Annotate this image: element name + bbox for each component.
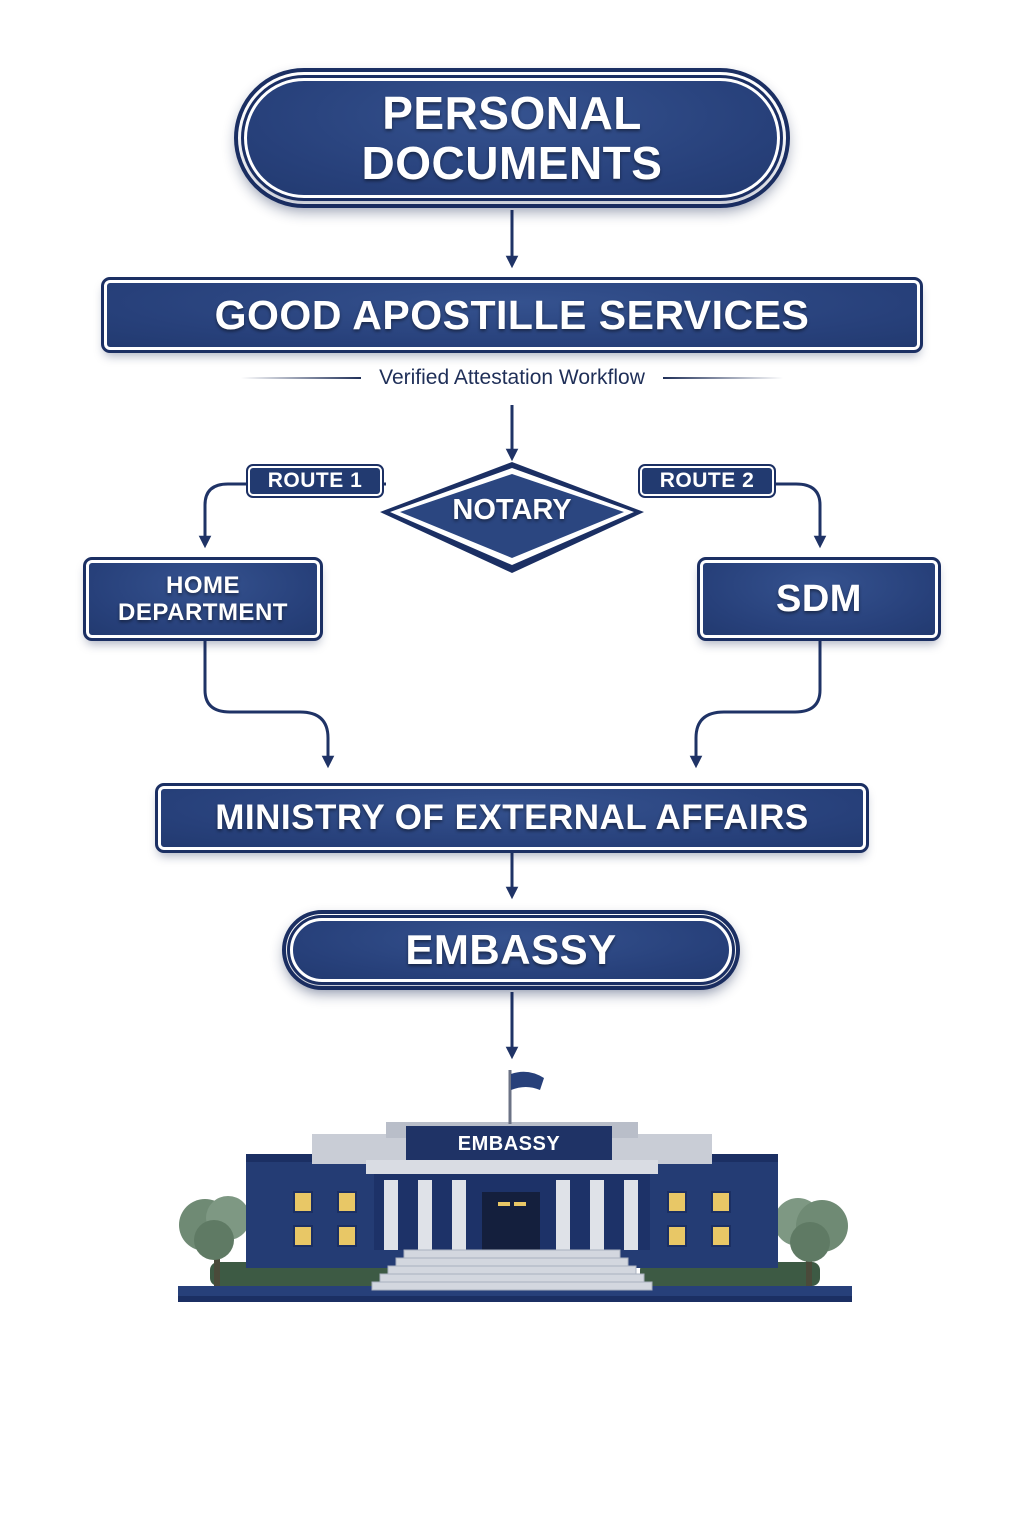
workflow-subtitle: Verified Attestation Workflow: [0, 364, 1024, 392]
flag-icon: [511, 1071, 544, 1090]
service-banner: GOOD APOSTILLE SERVICES: [101, 277, 923, 353]
building-sign: EMBASSY: [457, 1132, 561, 1155]
tree-right-icon: [774, 1198, 848, 1286]
embassy-node: EMBASSY: [287, 915, 735, 985]
route1-connector: [198, 482, 386, 549]
embassy-label: EMBASSY: [405, 926, 617, 973]
personal-documents-node: PERSONAL DOCUMENTS: [241, 75, 783, 201]
mea-label: MINISTRY OF EXTERNAL AFFAIRS: [215, 798, 809, 837]
mea-node: MINISTRY OF EXTERNAL AFFAIRS: [155, 783, 869, 853]
subtitle-text: Verified Attestation Workflow: [379, 366, 645, 389]
personal-documents-line2: DOCUMENTS: [361, 137, 663, 189]
sdm-to-mea-connector: [689, 640, 822, 769]
home-department-line1: HOME: [166, 572, 240, 599]
tree-left-icon: [179, 1196, 250, 1286]
route2-connector: [638, 482, 827, 549]
route1-tag: ROUTE 1: [246, 464, 384, 498]
subtitle-rule-right: [662, 377, 783, 379]
route2-tag: ROUTE 2: [638, 464, 776, 498]
service-banner-label: GOOD APOSTILLE SERVICES: [214, 291, 810, 338]
sdm-label: SDM: [776, 577, 862, 620]
notary-label: NOTARY: [452, 493, 572, 526]
home-department-node: HOME DEPARTMENT: [83, 557, 323, 641]
home-to-mea-connector: [203, 640, 335, 769]
personal-documents-line1: PERSONAL: [382, 87, 642, 139]
subtitle-rule-left: [241, 377, 362, 379]
sdm-node: SDM: [697, 557, 941, 641]
home-department-line2: DEPARTMENT: [118, 599, 288, 626]
